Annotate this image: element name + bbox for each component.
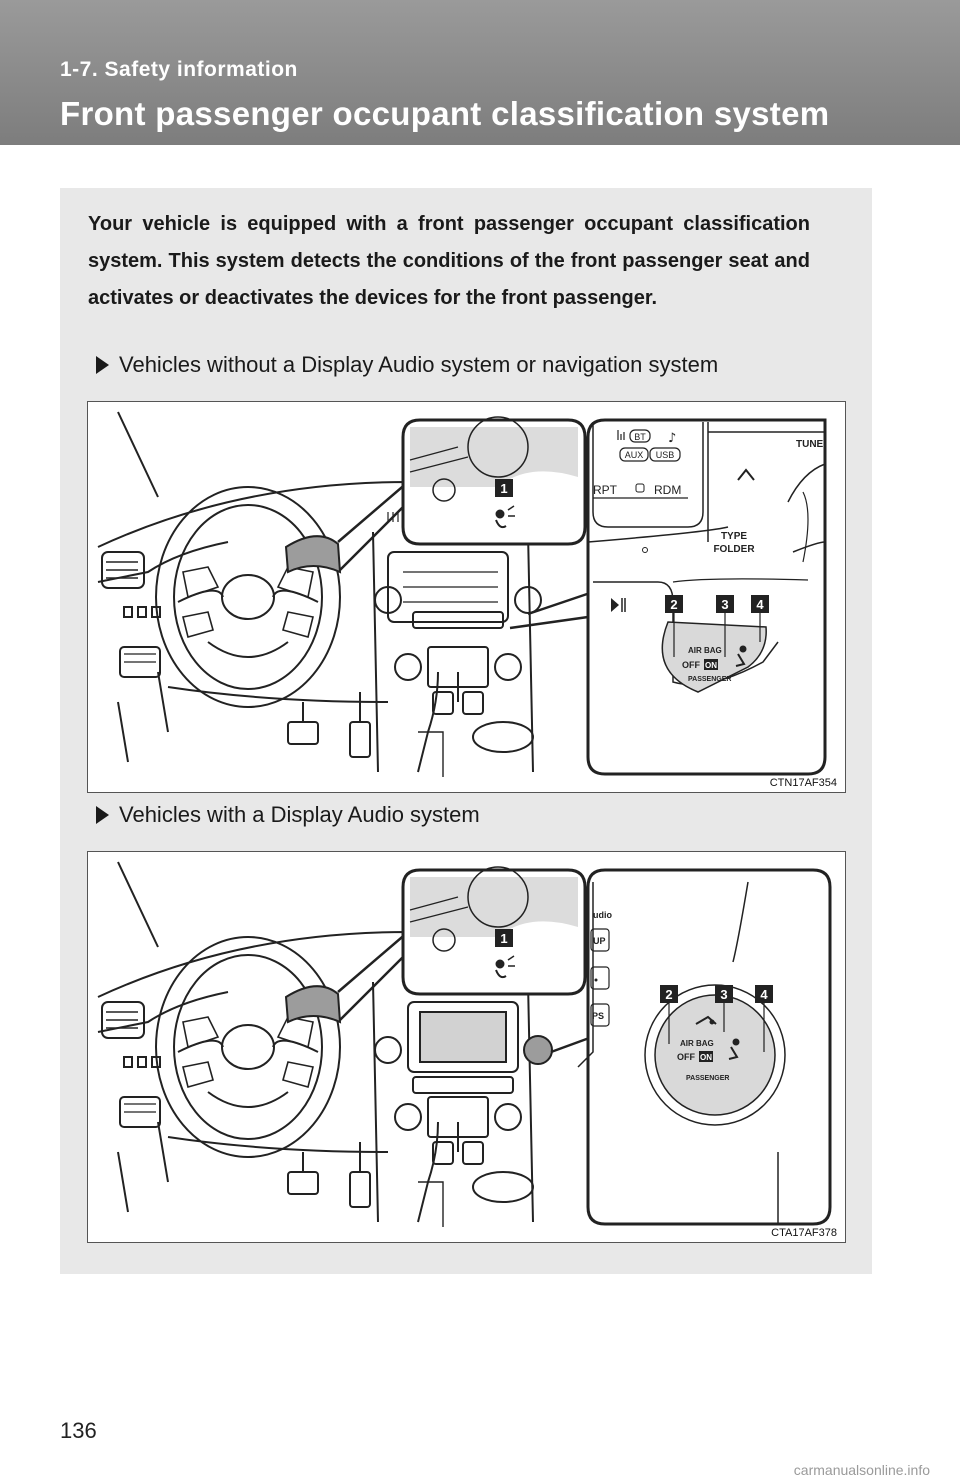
svg-text:PASSENGER: PASSENGER: [688, 676, 731, 683]
svg-text:PASSENGER: PASSENGER: [686, 1075, 729, 1082]
callout-1: 1: [500, 931, 507, 946]
intro-paragraph: Your vehicle is equipped with a front pa…: [88, 213, 810, 309]
caption-text: Vehicles without a Display Audio system …: [119, 352, 719, 377]
passenger-seatbelt-icon: [728, 1038, 740, 1060]
figure-code: CTA17AF378: [771, 1227, 837, 1239]
svg-text:OFF: OFF: [677, 1052, 695, 1062]
svg-text:FOLDER: FOLDER: [713, 544, 755, 555]
svg-text:BT: BT: [634, 432, 646, 442]
svg-text:♪: ♪: [668, 431, 676, 446]
svg-text:PS: PS: [592, 1011, 604, 1021]
page-title: Front passenger occupant classification …: [60, 95, 830, 132]
callout-4: 4: [760, 987, 768, 1002]
dashboard-illustration-1: 1 BT ♪ AUX USB RPT RDM TUNE: [87, 401, 846, 793]
svg-text:ON: ON: [700, 1053, 712, 1062]
svg-text:udio: udio: [593, 910, 612, 920]
callout-3: 3: [720, 987, 727, 1002]
meter-closeup: 1: [401, 866, 587, 996]
page-header: 1-7. Safety information Front passenger …: [0, 0, 960, 145]
passenger-seatbelt-icon: [735, 645, 747, 667]
dashboard-illustration-2: 1 udio UP PS 2 3: [87, 851, 846, 1243]
svg-text:ON: ON: [705, 661, 717, 670]
dashboard-drawing: 1 udio UP PS 2 3: [97, 861, 832, 1227]
meter-closeup: 1: [401, 416, 587, 546]
figure-code: CTN17AF354: [769, 777, 837, 789]
callout-3: 3: [721, 597, 728, 612]
figure-caption-2: Vehicles with a Display Audio system: [96, 802, 480, 828]
svg-text:TYPE: TYPE: [721, 531, 747, 542]
callout-2: 2: [665, 987, 672, 1002]
svg-text:UP: UP: [593, 936, 606, 946]
section-label: 1-7. Safety information: [60, 58, 298, 81]
arrow-icon: [96, 356, 109, 374]
callout-1: 1: [500, 481, 507, 496]
svg-text:AIR BAG: AIR BAG: [688, 646, 722, 655]
audio-panel-closeup: udio UP PS 2 3 4 AIR BAG OFF: [577, 868, 832, 1226]
svg-text:AUX: AUX: [625, 450, 644, 460]
svg-text:RDM: RDM: [654, 483, 681, 497]
svg-text:RPT: RPT: [593, 483, 618, 497]
arrow-icon: [96, 806, 109, 824]
svg-text:AIR BAG: AIR BAG: [680, 1039, 714, 1048]
airbag-warning-icon: [495, 505, 515, 529]
dashboard-drawing: 1 BT ♪ AUX USB RPT RDM TUNE: [97, 411, 827, 777]
callout-4: 4: [756, 597, 764, 612]
svg-text:USB: USB: [656, 450, 675, 460]
svg-text:TUNE: TUNE: [796, 439, 824, 450]
page-number: 136: [60, 1418, 97, 1443]
callout-2: 2: [670, 597, 677, 612]
audio-panel-closeup: BT ♪ AUX USB RPT RDM TUNE TYPE FOLDER: [586, 418, 827, 776]
content-panel: Your vehicle is equipped with a front pa…: [60, 188, 872, 1274]
watermark: carmanualsonline.info: [793, 1462, 930, 1478]
figure-caption-1: Vehicles without a Display Audio system …: [96, 352, 718, 378]
svg-text:OFF: OFF: [682, 660, 700, 670]
airbag-warning-icon: [495, 955, 515, 979]
airbag-off-icon: [695, 1015, 717, 1025]
caption-text: Vehicles with a Display Audio system: [119, 802, 480, 827]
